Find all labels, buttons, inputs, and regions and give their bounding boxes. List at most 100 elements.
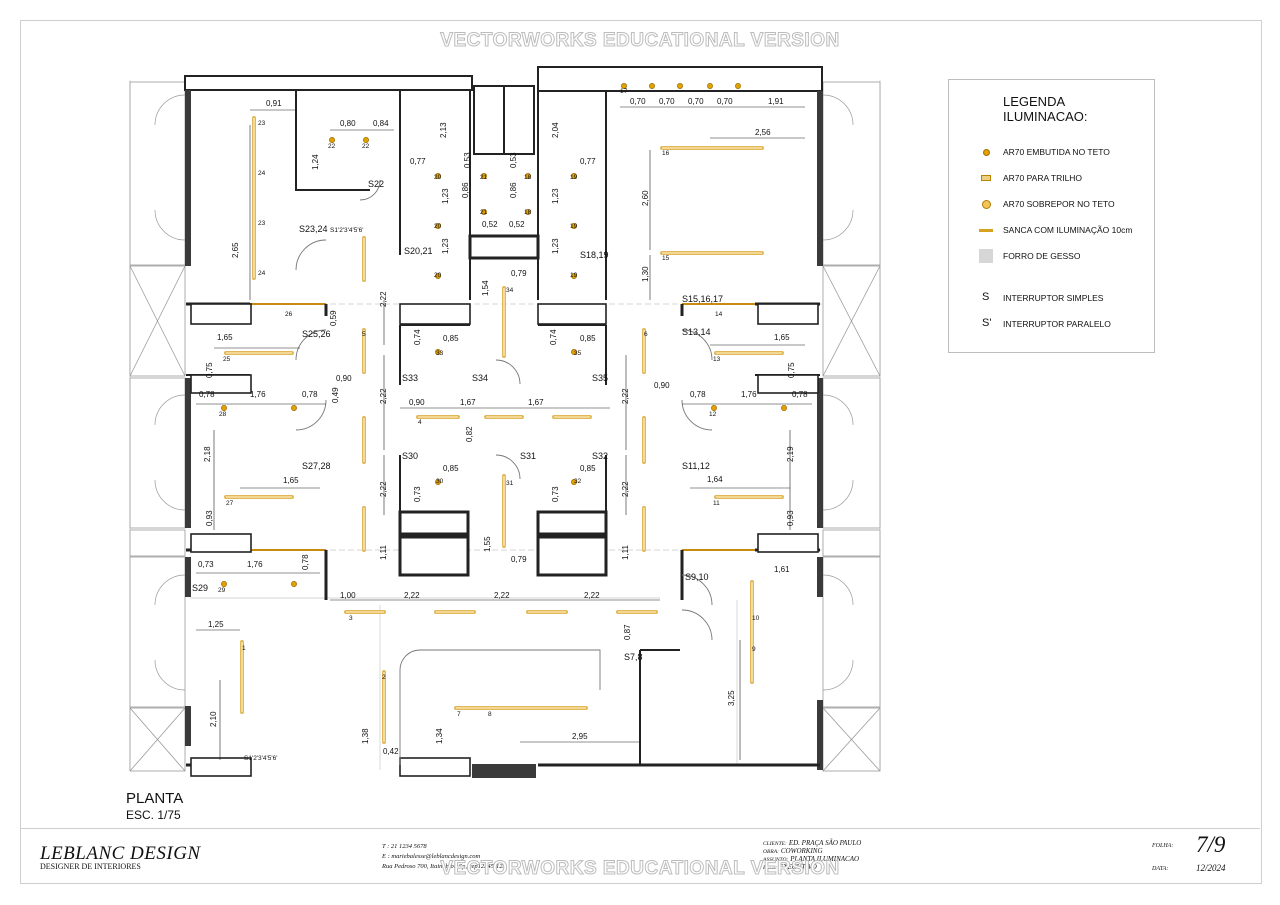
dim-label: 0,79 bbox=[511, 555, 527, 564]
circuit-label: 16 bbox=[662, 150, 670, 157]
dim-label: 1,25 bbox=[208, 620, 224, 629]
plan-title: PLANTA bbox=[126, 790, 184, 807]
legend-item-label: SANCA COM ILUMINAÇÃO 10cm bbox=[1003, 225, 1133, 235]
dim-label: 0,85 bbox=[580, 464, 596, 473]
recessed-light bbox=[677, 83, 683, 89]
circuit-label: 20 bbox=[434, 223, 442, 230]
dim-label: 0,53 bbox=[463, 152, 472, 168]
switch-label: S33 bbox=[402, 373, 418, 383]
project-work: OBRA:COWORKING bbox=[763, 847, 823, 855]
circuit-label: 28 bbox=[219, 411, 227, 418]
dim-label: 0,90 bbox=[409, 398, 425, 407]
dim-label: 1,65 bbox=[217, 333, 233, 342]
legend-item: AR70 PARA TRILHO bbox=[949, 168, 1154, 188]
dim-label: 1,23 bbox=[441, 188, 450, 204]
circuit-label: 25 bbox=[223, 356, 231, 363]
dim-label: 0,52 bbox=[509, 220, 525, 229]
dim-label: 0,42 bbox=[383, 747, 399, 756]
dim-label: 1,61 bbox=[774, 565, 790, 574]
circuit-label: 10 bbox=[752, 615, 760, 622]
circuit-label: 23 bbox=[258, 220, 266, 227]
recessed-light-icon bbox=[979, 145, 993, 159]
project-phase: FASE:EXECUTIVO bbox=[763, 863, 817, 871]
dim-label: 0,90 bbox=[654, 381, 670, 390]
dim-label: 1,30 bbox=[641, 266, 650, 282]
circuit-label: 31 bbox=[506, 480, 514, 487]
dim-label: 0,49 bbox=[331, 387, 340, 403]
legend-item-label: INTERRUPTOR PARALELO bbox=[1003, 319, 1111, 329]
dim-label: 2,18 bbox=[203, 446, 212, 462]
dim-label: 1,76 bbox=[250, 390, 266, 399]
legend-item-label: AR70 PARA TRILHO bbox=[1003, 173, 1083, 183]
dim-label: 0,70 bbox=[659, 97, 675, 106]
switch-label: S18,19 bbox=[580, 250, 609, 260]
switch-label: S25,26 bbox=[302, 329, 331, 339]
dim-label: 1,65 bbox=[774, 333, 790, 342]
circuit-label: 18 bbox=[524, 174, 532, 181]
switch-label: S32 bbox=[592, 451, 608, 461]
dimension-lines bbox=[196, 106, 812, 760]
circuit-label: 2 bbox=[382, 674, 386, 681]
circuit-label: 18 bbox=[524, 209, 532, 216]
recessed-light bbox=[363, 137, 369, 143]
circuit-label: 32 bbox=[574, 478, 582, 485]
dim-label: 0,91 bbox=[266, 99, 282, 108]
project-client: CLIENTE:ED. PRAÇA SÃO PAULO bbox=[763, 839, 861, 847]
lighting-legend: LEGENDA ILUMINACAO: AR70 EMBUTIDA NO TET… bbox=[948, 79, 1155, 353]
circuit-label: 22 bbox=[362, 143, 370, 150]
dim-label: 0,74 bbox=[413, 329, 422, 345]
project-subject: ASSUNTO:PLANTA ILUMINACAO bbox=[763, 855, 859, 863]
switch-label: S30 bbox=[402, 451, 418, 461]
circuit-label: 5 bbox=[362, 331, 366, 338]
dim-label: 0,78 bbox=[302, 390, 318, 399]
circuit-label: 9 bbox=[752, 646, 756, 653]
dim-label: 1,11 bbox=[621, 544, 630, 560]
structural-walls bbox=[184, 66, 823, 778]
recessed-light bbox=[649, 83, 655, 89]
dim-label: 2,22 bbox=[621, 388, 630, 404]
phase-label: FASE: bbox=[763, 865, 777, 871]
dim-label: 2,22 bbox=[494, 591, 510, 600]
dim-label: 1,24 bbox=[311, 154, 320, 170]
doors bbox=[295, 179, 713, 765]
circuit-label: 21 bbox=[480, 174, 488, 181]
legend-item-label: AR70 SOBREPOR NO TETO bbox=[1003, 199, 1115, 209]
dim-label: 2,60 bbox=[641, 190, 650, 206]
circuit-label: 19 bbox=[570, 223, 578, 230]
dim-label: 0,87 bbox=[623, 624, 632, 640]
legend-title-line1: LEGENDA bbox=[1003, 94, 1066, 109]
circuit-labels: 23 24 23 24 22 22 20 21 20 21 20 18 19 1… bbox=[218, 88, 760, 718]
dimension-labels: 0,91 0,80 0,84 2,13 2,04 0,70 0,70 0,70 … bbox=[198, 97, 808, 756]
client-label: CLIENTE: bbox=[763, 841, 787, 847]
switch-label: S23,24 bbox=[299, 224, 328, 234]
dim-label: 0,78 bbox=[301, 554, 310, 570]
dim-label: 0,73 bbox=[198, 560, 214, 569]
recessed-light bbox=[221, 581, 227, 587]
switch-label: S15,16,17 bbox=[682, 294, 723, 304]
dim-label: 0,85 bbox=[443, 464, 459, 473]
recessed-light bbox=[221, 405, 227, 411]
switch-label: S27,28 bbox=[302, 461, 331, 471]
dim-label: 0,70 bbox=[630, 97, 646, 106]
legend-item: FORRO DE GESSO bbox=[949, 246, 1154, 266]
circuit-label: 17 bbox=[620, 88, 628, 95]
dim-label: 0,86 bbox=[461, 182, 470, 198]
circuit-label: 21 bbox=[480, 209, 488, 216]
dim-label: 0,77 bbox=[410, 157, 426, 166]
dim-label: 1,76 bbox=[741, 390, 757, 399]
dim-label: 2,04 bbox=[551, 122, 560, 138]
dim-label: 2,22 bbox=[621, 481, 630, 497]
circuit-label: 30 bbox=[436, 478, 444, 485]
dim-label: 0,79 bbox=[511, 269, 527, 278]
recessed-light bbox=[291, 581, 297, 587]
circuit-label: 27 bbox=[226, 500, 234, 507]
subject-label: ASSUNTO: bbox=[763, 857, 789, 863]
surface-light-icon bbox=[979, 197, 993, 211]
dim-label: 2,95 bbox=[572, 732, 588, 741]
legend-title-line2: ILUMINACAO: bbox=[1003, 109, 1088, 124]
recessed-light bbox=[435, 349, 441, 355]
dim-label: 0,85 bbox=[443, 334, 459, 343]
dim-label: 0,52 bbox=[482, 220, 498, 229]
window-frames bbox=[129, 81, 881, 772]
brand-subtitle: DESIGNER DE INTERIORES bbox=[40, 862, 141, 871]
